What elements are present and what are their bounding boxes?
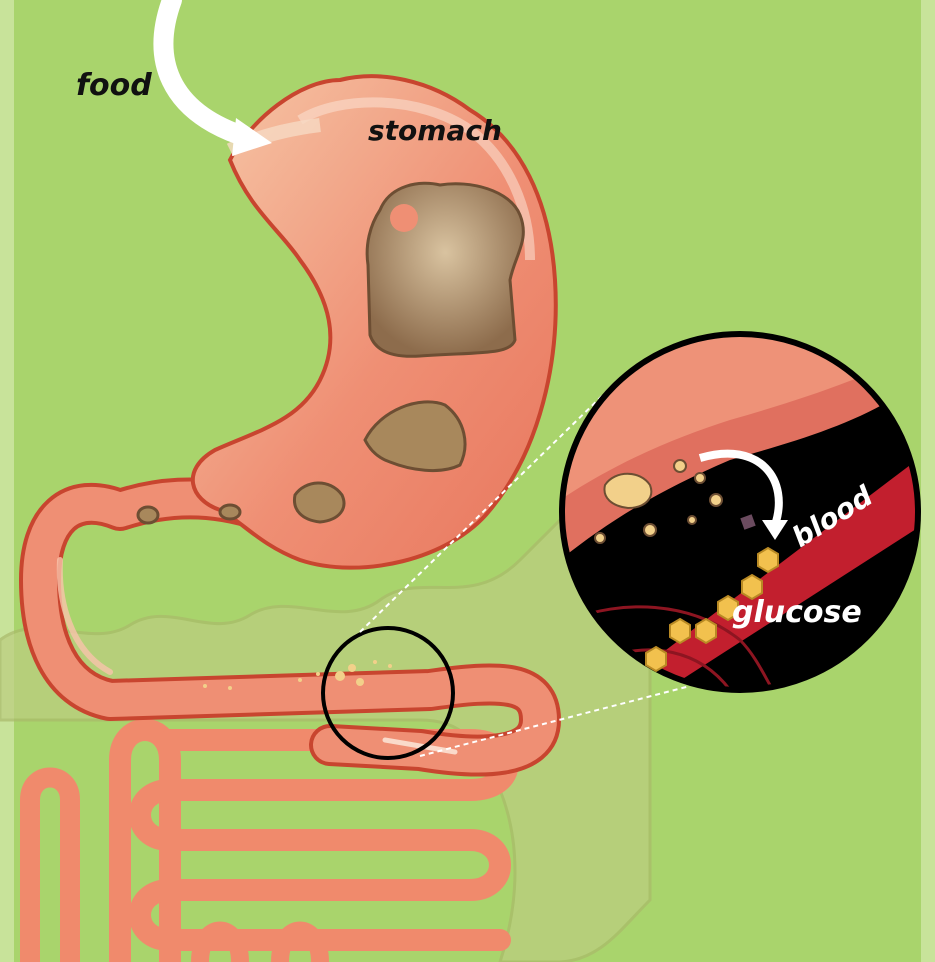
stomach-label: stomach xyxy=(368,114,502,147)
food-label: food xyxy=(76,68,152,103)
left-border xyxy=(0,0,14,962)
glucose-label: glucose xyxy=(732,595,862,630)
bread-slice-icon xyxy=(367,183,523,356)
right-border xyxy=(921,0,935,962)
